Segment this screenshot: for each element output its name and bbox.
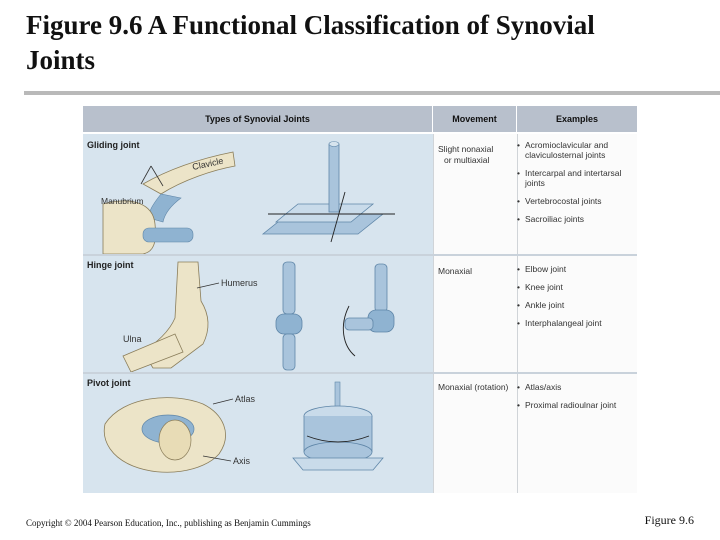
row-type-label: Hinge joint: [87, 260, 134, 270]
header-types: Types of Synovial Joints: [83, 106, 433, 132]
title-divider: [24, 91, 720, 95]
figure-panel: Types of Synovial Joints Movement Exampl…: [83, 106, 637, 493]
row-gliding: Gliding joint Clavicle Manubrium Slight …: [83, 134, 637, 254]
label-axis: Axis: [233, 456, 251, 466]
label-manubrium: Manubrium: [101, 196, 144, 206]
label-ulna: Ulna: [123, 334, 142, 344]
label-atlas: Atlas: [235, 394, 256, 404]
pivot-joint-illustration: Atlas Axis: [103, 381, 384, 473]
row-type-label: Gliding joint: [87, 140, 140, 150]
examples-list: Acromioclavicular and claviculosternal j…: [517, 140, 635, 232]
header-examples: Examples: [517, 106, 637, 132]
row-pivot: Pivot joint Atlas Axis Monaxial (rotatio…: [83, 374, 637, 493]
slide-title: Figure 9.6 A Functional Classification o…: [26, 10, 595, 75]
label-humerus: Humerus: [221, 278, 258, 288]
gliding-joint-illustration: Clavicle Manubrium: [101, 141, 395, 254]
row-hinge: Hinge joint Humerus Ulna Monaxial Elbow …: [83, 256, 637, 372]
movement-text: Slight nonaxial or multiaxial: [438, 144, 494, 165]
copyright-notice: Copyright © 2004 Pearson Education, Inc.…: [26, 518, 311, 528]
examples-list: Atlas/axis Proximal radioulnar joint: [517, 382, 635, 418]
movement-text: Monaxial (rotation): [438, 382, 509, 392]
row-type-label: Pivot joint: [87, 378, 131, 388]
examples-list: Elbow joint Knee joint Ankle joint Inter…: [517, 264, 635, 336]
movement-text: Monaxial: [438, 266, 473, 276]
figure-number: Figure 9.6: [644, 513, 694, 527]
hinge-joint-illustration: Humerus Ulna: [122, 261, 395, 372]
header-movement: Movement: [433, 106, 517, 132]
